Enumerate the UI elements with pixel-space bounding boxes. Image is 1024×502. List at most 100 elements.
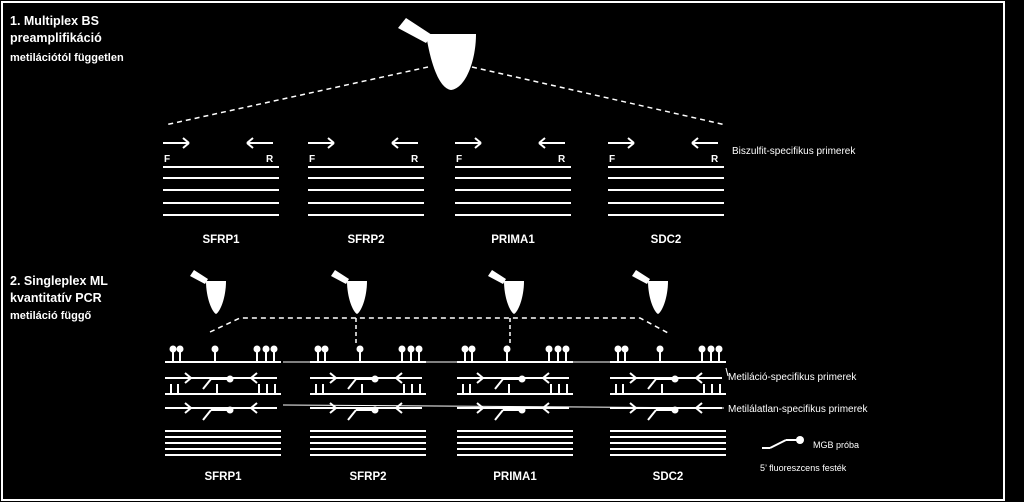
step2-line1: 2. Singleplex ML: [10, 274, 108, 288]
methyl-pin: [614, 345, 622, 362]
probe-link: [347, 378, 357, 390]
unmethyl-connector-line: [282, 404, 725, 409]
methylation-primer-label: Metiláció-specifikus primerek: [728, 372, 857, 383]
mgb-probe: [647, 375, 679, 390]
reverse-label: R: [558, 154, 566, 165]
ms-forward-primer-arrow: [310, 372, 337, 384]
pcr-tube-icon: [398, 18, 476, 90]
arrow-head: [182, 137, 190, 144]
mgb-probe: [494, 406, 526, 421]
probe-link: [347, 409, 357, 421]
methyl-pin: [698, 345, 706, 362]
arrow-head: [250, 402, 258, 409]
reverse-primer-arrow: [246, 137, 273, 149]
methyl-pin: [554, 345, 562, 362]
arrow-head: [182, 142, 190, 149]
pin-head: [407, 345, 415, 353]
reverse-label: R: [711, 154, 719, 165]
qpcr-tubes: [190, 270, 668, 314]
arrow-head: [250, 372, 258, 379]
ms-forward-primer-arrow: [457, 372, 484, 384]
gene-label-bottom: SFRP2: [349, 471, 386, 483]
gene-label-top: PRIMA1: [491, 234, 535, 246]
probe-dye: [226, 406, 234, 414]
arrow-head: [184, 377, 192, 384]
pin-head: [614, 345, 622, 353]
arrow-head: [250, 407, 258, 414]
forward-primer-arrow: [455, 137, 482, 149]
arrow-head: [184, 407, 192, 414]
arrow-head: [629, 372, 637, 379]
methyl-pin: [270, 345, 278, 362]
mgb-probe: [202, 406, 234, 421]
diagram-border: [1, 1, 1005, 501]
pin-head: [415, 345, 423, 353]
arrow-head: [476, 377, 484, 384]
probe-link: [494, 378, 504, 390]
legend: MGB próba 5’ fluoreszcens festék: [760, 436, 859, 473]
gene-label-top: SFRP1: [202, 234, 240, 246]
gene-label-bottom: SDC2: [653, 471, 684, 483]
arrow-head: [327, 142, 335, 149]
fan-line-right: [471, 66, 727, 126]
methyl-pin: [707, 345, 715, 362]
us-forward-primer-arrow: [310, 402, 337, 414]
us-forward-primer-arrow: [165, 402, 192, 414]
legend-mgb-label: MGB próba: [813, 440, 859, 450]
arrow-head: [184, 402, 192, 409]
methyl-pin: [562, 345, 570, 362]
us-reverse-primer-arrow: [395, 402, 422, 414]
step2-line3: metiláció függő: [10, 310, 92, 322]
ms-forward-primer-arrow: [165, 372, 192, 384]
arrow-head: [395, 377, 403, 384]
pin-head: [554, 345, 562, 353]
unmethylated-primer-label: Metilálatlan-specifikus primerek: [728, 404, 868, 415]
gene-label-bottom: PRIMA1: [493, 471, 537, 483]
pin-head: [270, 345, 278, 353]
pin-head: [698, 345, 706, 353]
reverse-label: R: [411, 154, 419, 165]
us-reverse-primer-arrow: [542, 402, 569, 414]
legend-dye-dot: [796, 436, 804, 444]
probe-link: [494, 409, 504, 421]
arrow-head: [542, 407, 550, 414]
ms-reverse-primer-arrow: [695, 372, 722, 384]
ml-group-sdc2: SDC2: [610, 345, 726, 483]
step2-line2: kvantitatív PCR: [10, 291, 102, 305]
methyl-pin: [415, 345, 423, 362]
mgb-probe: [494, 375, 526, 390]
methyl-pin: [545, 345, 553, 362]
methyl-pin: [262, 345, 270, 362]
small-tube-icon-sfrp1: [190, 270, 226, 314]
pin-head: [707, 345, 715, 353]
probe-dye: [518, 375, 526, 383]
arrow-head: [538, 142, 546, 149]
methyl-pin: [314, 345, 322, 362]
arrow-head: [329, 372, 337, 379]
methyl-pin: [407, 345, 415, 362]
arrow-head: [246, 142, 254, 149]
ms-reverse-primer-arrow: [542, 372, 569, 384]
arrow-head: [250, 377, 258, 384]
mgb-probe: [347, 406, 379, 421]
pin-head: [253, 345, 261, 353]
arrow-head: [184, 372, 192, 379]
probe-link: [202, 409, 212, 421]
forward-primer-arrow: [163, 137, 190, 149]
forward-primer-arrow: [308, 137, 335, 149]
pin-head: [321, 345, 329, 353]
legend-probe-link: [769, 439, 787, 449]
pin-head: [656, 345, 664, 353]
ml-group-sfrp1: SFRP1: [165, 345, 281, 483]
methyl-pin: [656, 345, 664, 362]
arrow-head: [391, 142, 399, 149]
tray-dashed-line: [209, 317, 671, 335]
ml-group-prima1: PRIMA1: [457, 345, 573, 483]
pin-head: [468, 345, 476, 353]
gene-label-top: SDC2: [651, 234, 682, 246]
arrow-head: [691, 137, 699, 144]
methyl-pin: [503, 345, 511, 362]
